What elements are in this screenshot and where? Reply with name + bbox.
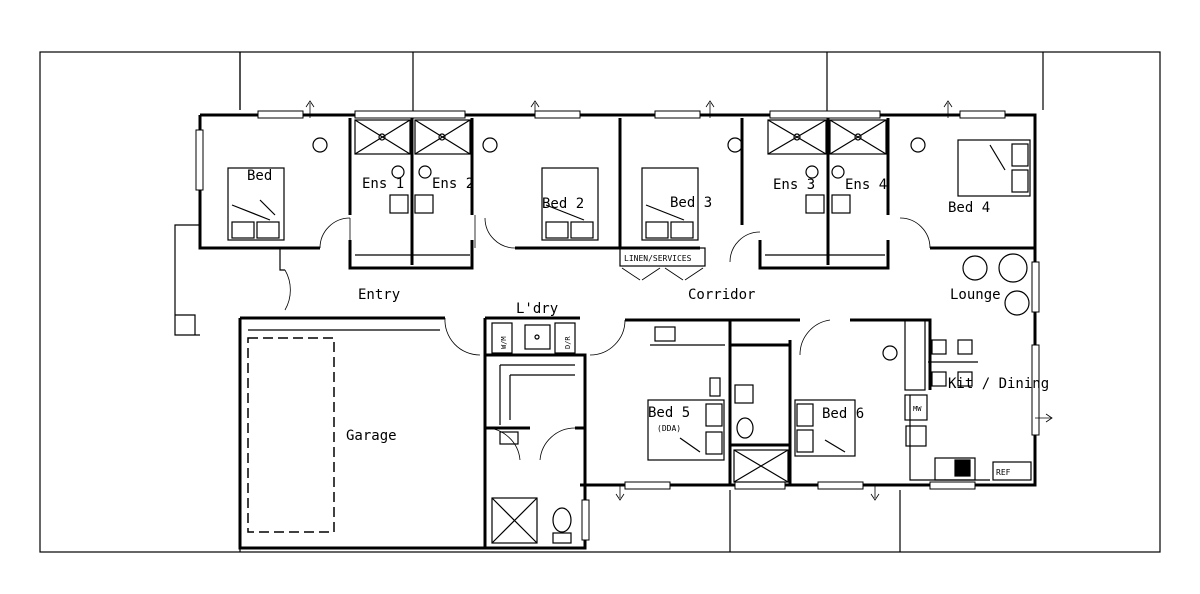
ensuite-fixtures <box>312 119 926 256</box>
fridge-label: REF <box>996 468 1011 477</box>
room-label-ens-1: Ens 1 <box>362 176 404 192</box>
room-label-bed-5: Bed 5 <box>648 405 690 421</box>
kitchen-furniture <box>904 319 1032 481</box>
lounge-furniture <box>962 253 1030 316</box>
room-label-corridor: Corridor <box>688 287 755 303</box>
dryer-label: D/R <box>564 336 572 349</box>
room-label-ens-2: Ens 2 <box>432 176 474 192</box>
windows <box>195 110 1040 541</box>
garage-opening <box>247 337 335 533</box>
bed-furniture <box>227 139 1031 461</box>
room-label-bed-6: Bed 6 <box>822 406 864 422</box>
direction-arrows <box>305 100 1053 501</box>
interior-walls <box>200 118 1035 548</box>
door-swings <box>284 215 931 461</box>
room-label-lounge: Lounge <box>950 287 1001 303</box>
room-label-bed-3: Bed 3 <box>670 195 712 211</box>
exterior-walls <box>174 113 1037 550</box>
room-label-bed-5-note: (DDA) <box>657 424 681 433</box>
washer-label: W/M <box>500 336 508 349</box>
room-label-laundry: L'dry <box>516 301 558 317</box>
site-boundary <box>39 51 1161 553</box>
room-label-entry: Entry <box>358 287 400 303</box>
room-label-bed-2: Bed 2 <box>542 196 584 212</box>
linen-label: LINEN/SERVICES <box>624 254 692 263</box>
bathroom-fixtures <box>650 326 898 483</box>
room-label-bed: Bed <box>247 168 272 184</box>
room-label-kitchen-dining: Kit / Dining <box>948 376 1049 392</box>
lot-lines <box>239 52 1044 552</box>
laundry-fixtures <box>491 322 576 544</box>
room-label-bed-4: Bed 4 <box>948 200 990 216</box>
microwave-label: MW <box>913 405 922 413</box>
room-label-garage: Garage <box>346 428 397 444</box>
room-label-ens-3: Ens 3 <box>773 177 815 193</box>
room-label-ens-4: Ens 4 <box>845 177 887 193</box>
linen-cupboard <box>619 247 706 267</box>
